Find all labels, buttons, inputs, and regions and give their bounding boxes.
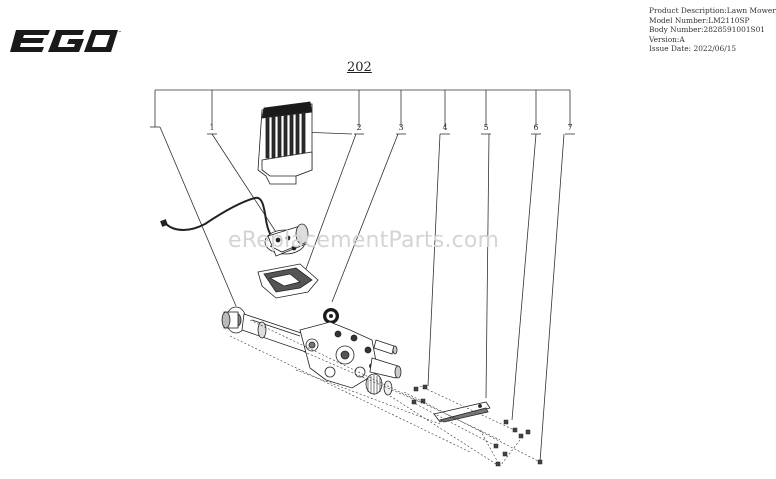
transmission-assembly xyxy=(221,306,402,396)
model-number: Model Number:LM2110SP xyxy=(649,15,750,25)
product-info: Product Description:Lawn Mower Model Num… xyxy=(649,6,776,54)
exploded-parts-diagram: 1 2 3 4 5 6 7 xyxy=(150,89,575,467)
callout-2: 2 xyxy=(356,123,361,132)
motor-bracket xyxy=(257,263,319,299)
watermark: eReplacementParts.com xyxy=(228,228,500,253)
product-description: Product Description:Lawn Mower xyxy=(649,6,776,15)
mounting-plate xyxy=(433,401,491,423)
callout-7: 7 xyxy=(567,123,572,132)
callout-4: 4 xyxy=(442,123,447,132)
assembly-paths xyxy=(229,319,541,467)
callout-6: 6 xyxy=(533,123,538,132)
screw-set-6 xyxy=(493,419,518,457)
screw-set-4 xyxy=(411,384,428,405)
issue-date: Issue Date: 2022/06/15 xyxy=(649,44,737,54)
motor xyxy=(264,223,309,257)
ego-logo: ™ xyxy=(10,30,122,52)
drive-gear xyxy=(323,308,339,324)
assembly-number: 202 xyxy=(347,60,372,75)
callout-1: 1 xyxy=(209,123,214,132)
version: Version:A xyxy=(649,34,685,44)
heat-sink-cover xyxy=(257,101,313,185)
wire-harness xyxy=(165,196,277,241)
callout-5: 5 xyxy=(483,123,488,132)
callout-3: 3 xyxy=(398,123,403,132)
body-number: Body Number:2828591001S01 xyxy=(649,25,765,35)
screw-set-7 xyxy=(495,429,543,467)
svg-text:™: ™ xyxy=(118,30,122,35)
